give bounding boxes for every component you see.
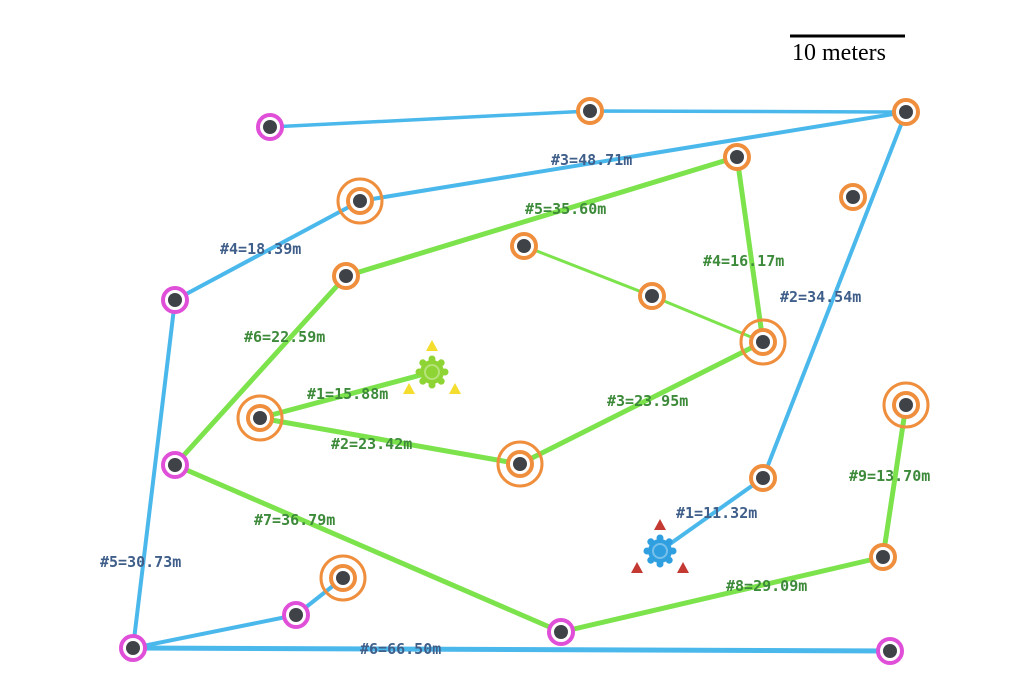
- waypoint-node: [723, 143, 751, 171]
- waypoint-node: [336, 177, 384, 225]
- waypoint-node: [119, 634, 147, 662]
- green-segment-label: #7=36.79m: [254, 511, 335, 529]
- waypoint-node: [161, 286, 189, 314]
- waypoint-node: [547, 618, 575, 646]
- waypoint-dot: [756, 335, 770, 349]
- robot-marker-triangle: [677, 562, 689, 573]
- waypoint-dot: [126, 641, 140, 655]
- waypoint-node: [236, 394, 284, 442]
- waypoint-dot: [554, 625, 568, 639]
- blue-route-bottom: [130, 645, 893, 654]
- waypoint-node: [876, 637, 904, 665]
- robot-marker-triangle: [403, 383, 415, 394]
- robot-marker-triangle: [449, 383, 461, 394]
- waypoint-dot: [846, 190, 860, 204]
- waypoint-dot: [583, 104, 597, 118]
- waypoint-dot: [899, 398, 913, 412]
- routes: [130, 109, 909, 654]
- blue-segment-label: #5=30.73m: [100, 553, 181, 571]
- waypoint-node: [892, 98, 920, 126]
- waypoint-dot: [513, 457, 527, 471]
- waypoint-outer-ring: [336, 177, 384, 225]
- blue-route-path: [131, 110, 908, 650]
- waypoint-outer-ring: [739, 318, 787, 366]
- robot-core: [424, 364, 440, 380]
- green-segment-label: #9=13.70m: [849, 467, 930, 485]
- scale-bar-label: 10 meters: [792, 40, 886, 66]
- robot-marker-triangle: [654, 519, 666, 530]
- waypoint-dot: [876, 550, 890, 564]
- waypoint-dot: [883, 644, 897, 658]
- waypoint-outer-ring: [319, 554, 367, 602]
- waypoint-dot: [899, 105, 913, 119]
- robot-marker-triangle: [631, 562, 643, 573]
- waypoint-dot: [353, 194, 367, 208]
- segment-labels: #1=11.32m #2=34.54m #3=48.71m #4=18.39m #5=3…: [100, 151, 930, 658]
- waypoint-node: [638, 282, 666, 310]
- waypoint-node: [319, 554, 367, 602]
- blue-segment-label: #4=18.39m: [220, 240, 301, 258]
- blue-robot: [631, 519, 689, 573]
- waypoint-dot: [339, 269, 353, 283]
- blue-segment-label: #6=66.50m: [360, 640, 441, 658]
- waypoint-dot: [517, 239, 531, 253]
- green-robot: [403, 340, 461, 394]
- green-segment-label: #6=22.59m: [244, 328, 325, 346]
- waypoint-dot: [289, 608, 303, 622]
- waypoint-node: [256, 113, 284, 141]
- waypoint-dot: [645, 289, 659, 303]
- waypoint-node: [282, 601, 310, 629]
- waypoint-dot: [168, 458, 182, 472]
- blue-segment-label: #1=11.32m: [676, 504, 757, 522]
- waypoint-dot: [730, 150, 744, 164]
- nodes: [119, 97, 930, 665]
- waypoint-node: [839, 183, 867, 211]
- waypoint-node: [882, 381, 930, 429]
- blue-segment-label: #2=34.54m: [780, 288, 861, 306]
- waypoint-node: [576, 97, 604, 125]
- waypoint-node: [869, 543, 897, 571]
- green-segment-label: #3=23.95m: [607, 392, 688, 410]
- green-segment-label: #4=16.17m: [703, 252, 784, 270]
- waypoint-node: [739, 318, 787, 366]
- waypoint-node: [749, 464, 777, 492]
- waypoint-node: [332, 262, 360, 290]
- green-segment-label: #2=23.42m: [331, 435, 412, 453]
- scale-bar: 10 meters: [790, 34, 905, 66]
- blue-segment-label: #3=48.71m: [551, 151, 632, 169]
- waypoint-node: [161, 451, 189, 479]
- waypoint-node: [496, 440, 544, 488]
- green-segment-label: #5=35.60m: [525, 200, 606, 218]
- robot-marker-triangle: [426, 340, 438, 351]
- robots: [403, 340, 689, 573]
- robot-core: [652, 543, 668, 559]
- green-segment-label: #1=15.88m: [307, 385, 388, 403]
- waypoint-dot: [168, 293, 182, 307]
- waypoint-dot: [263, 120, 277, 134]
- green-segment-label: #8=29.09m: [726, 577, 807, 595]
- waypoint-outer-ring: [882, 381, 930, 429]
- waypoint-dot: [336, 571, 350, 585]
- waypoint-outer-ring: [236, 394, 284, 442]
- green-route-path: [172, 154, 909, 635]
- waypoint-outer-ring: [496, 440, 544, 488]
- waypoint-dot: [756, 471, 770, 485]
- waypoint-node: [510, 232, 538, 260]
- waypoint-dot: [253, 411, 267, 425]
